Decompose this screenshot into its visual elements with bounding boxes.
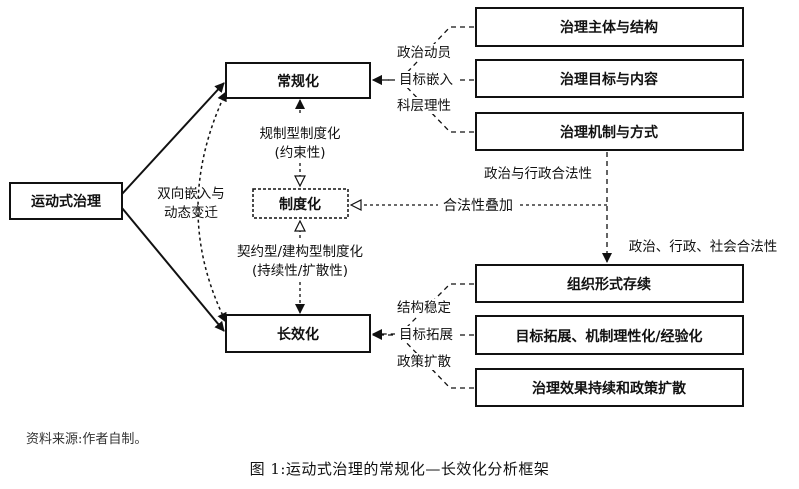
- origin-label: 运动式治理: [31, 193, 101, 210]
- link-bottom-1: [372, 283, 474, 339]
- right-top-label-3: 治理机制与方式: [560, 124, 658, 141]
- right-top-box-1: 治理主体与结构: [475, 7, 744, 47]
- link-top-1: [372, 26, 474, 85]
- regulative-label-1: 规制型制度化: [260, 126, 341, 142]
- right-bottom-box-3: 治理效果持续和政策扩散: [475, 368, 744, 407]
- right-top-label-2: 治理目标与内容: [560, 71, 658, 88]
- right-bottom-box-2: 目标拓展、机制理性化/经验化: [475, 315, 744, 355]
- institutionalization-box: 制度化: [252, 188, 349, 219]
- top-link-label-2: 目标嵌入: [399, 72, 453, 88]
- right-bottom-label-1: 组织形式存续: [567, 276, 651, 293]
- contractual-label-1: 契约型/建构型制度化: [237, 244, 363, 260]
- top-link-label-3: 科层理性: [397, 98, 451, 114]
- bottom-link-label-1: 结构稳定: [397, 300, 451, 316]
- two-way-label-2: 动态变迁: [164, 205, 218, 221]
- long-term-label: 长效化: [277, 326, 319, 343]
- right-bottom-box-1: 组织形式存续: [475, 264, 744, 303]
- two-way-label-1: 双向嵌入与: [157, 186, 225, 202]
- right-top-box-3: 治理机制与方式: [475, 112, 744, 151]
- right-bottom-label-3: 治理效果持续和政策扩散: [532, 380, 687, 397]
- two-way-curve: [197, 91, 227, 323]
- normalization-box: 常规化: [225, 62, 371, 99]
- political-admin-label: 政治与行政合法性: [484, 166, 592, 182]
- source-note: 资料来源:作者自制。: [26, 432, 148, 447]
- right-bottom-label-2: 目标拓展、机制理性化/经验化: [515, 328, 702, 345]
- regulative-label-2: (约束性): [274, 145, 325, 161]
- figure-caption: 图 1:运动式治理的常规化—长效化分析框架: [249, 460, 550, 478]
- origin-box: 运动式治理: [9, 182, 123, 220]
- bottom-link-label-3: 政策扩散: [397, 353, 451, 370]
- arrow-origin-to-normalization: [121, 82, 225, 195]
- legitimacy-overlay-label: 合法性叠加: [443, 198, 513, 214]
- right-top-box-2: 治理目标与内容: [475, 59, 744, 98]
- institutionalization-label: 制度化: [279, 196, 321, 213]
- contractual-label-2: (持续性/扩散性): [252, 263, 348, 279]
- top-link-label-1: 政治动员: [397, 45, 451, 61]
- long-term-box: 长效化: [225, 314, 371, 353]
- arrow-origin-to-long-term: [121, 207, 225, 332]
- political-admin-social-label: 政治、行政、社会合法性: [629, 239, 778, 255]
- normalization-label: 常规化: [277, 73, 319, 90]
- right-top-label-1: 治理主体与结构: [560, 19, 658, 36]
- bottom-link-label-2: 目标拓展: [399, 327, 453, 343]
